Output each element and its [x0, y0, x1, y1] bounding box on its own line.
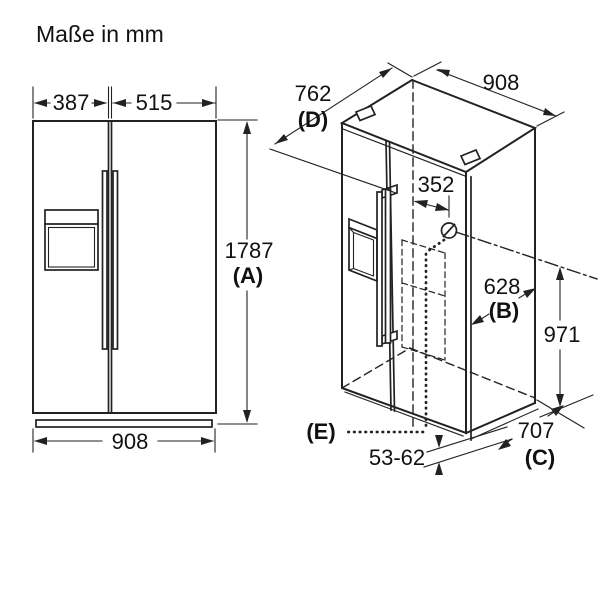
- perspective-door-handle: [376, 183, 398, 347]
- dim-depth-incl-handle: 762 (D): [269, 62, 413, 194]
- hidden-interior-unit: [401, 239, 446, 361]
- floor-level-key: (E): [306, 419, 335, 444]
- dim-depth-excl-handle: 707 (C): [498, 399, 585, 470]
- dim-left-door-width-label: 387: [53, 90, 90, 115]
- front-door-handles: [101, 170, 119, 350]
- dim-perspective-width-label: 908: [483, 70, 520, 95]
- hinge-front: [459, 148, 482, 166]
- dim-depth-excl-door-label: 628: [484, 274, 521, 299]
- perspective-view: [339, 78, 598, 441]
- dim-depth-excl-handle-label: 707: [518, 418, 555, 443]
- dim-perspective-width: 908: [413, 61, 565, 127]
- dim-depth-excl-door-key: (B): [489, 298, 520, 323]
- front-plinth: [35, 419, 213, 428]
- dim-right-door-width: 515: [112, 90, 216, 115]
- water-height-reference: [455, 231, 598, 280]
- dim-water-conn-offset-label: 352: [418, 172, 455, 197]
- dim-left-door-width: 387: [34, 90, 107, 115]
- water-connection-symbol: [440, 222, 458, 239]
- dim-depth-excl-door: 628 (B): [471, 274, 536, 325]
- dim-water-conn-height-label: 971: [544, 322, 581, 347]
- front-view: [32, 120, 217, 428]
- front-view-dimensions: 387 515 1787 (A) 90: [32, 86, 274, 454]
- dim-water-conn-height: 971: [539, 267, 594, 418]
- dim-overall-width-label: 908: [112, 429, 149, 454]
- dim-height: 1787 (A): [217, 119, 274, 425]
- front-dispenser: [44, 209, 99, 271]
- floor-reference-dotted: [343, 238, 446, 434]
- dim-overall-width: 908: [32, 428, 216, 454]
- dim-base-height-label: 53-62: [369, 445, 425, 470]
- dim-base-height: 53-62: [369, 426, 513, 475]
- dim-depth-incl-handle-label: 762: [295, 81, 332, 106]
- dim-right-door-width-label: 515: [136, 90, 173, 115]
- hinge-left: [354, 104, 377, 122]
- dim-height-key: (A): [233, 263, 264, 288]
- dim-height-label: 1787: [225, 238, 274, 263]
- page-title: Maße in mm: [36, 21, 164, 47]
- dim-depth-excl-handle-key: (C): [525, 445, 556, 470]
- dim-depth-incl-handle-key: (D): [298, 107, 329, 132]
- dim-water-conn-offset: 352: [414, 172, 455, 218]
- perspective-dispenser: [347, 217, 379, 283]
- perspective-view-dimensions: 762 (D) 908 352 628 (B): [269, 61, 594, 475]
